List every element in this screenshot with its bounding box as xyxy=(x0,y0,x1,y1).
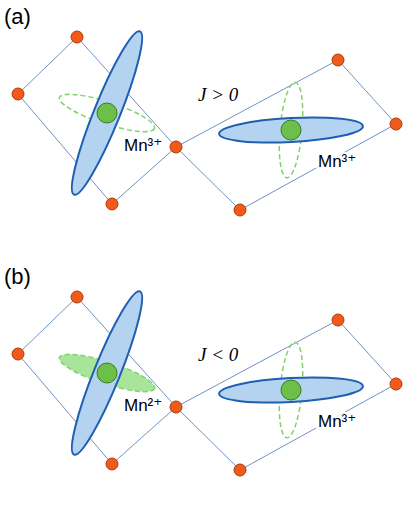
panel-letter: (a) xyxy=(4,6,31,28)
ion-label: Mn²⁺ xyxy=(122,396,164,415)
panel-letter: (b) xyxy=(4,266,31,288)
ion-label: Mn³⁺ xyxy=(316,412,358,431)
panel-b xyxy=(12,287,402,476)
coupling-label: J < 0 xyxy=(196,344,240,365)
ion-label: Mn³⁺ xyxy=(122,136,164,155)
panel-a xyxy=(12,27,402,216)
coupling-label: J > 0 xyxy=(196,84,240,105)
ion-label: Mn³⁺ xyxy=(316,152,358,171)
